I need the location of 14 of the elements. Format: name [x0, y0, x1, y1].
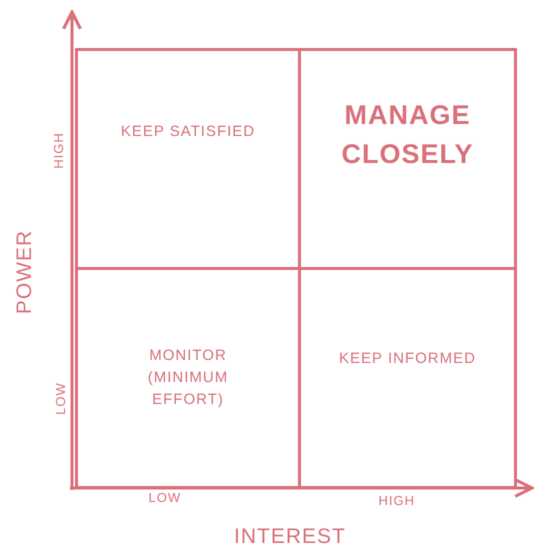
quadrant-label: MONITOR (MINIMUM EFFORT): [146, 346, 230, 410]
axis-level-label: LOW: [148, 490, 182, 504]
quadrant-label: KEEP INFORMED: [338, 349, 477, 369]
quadrant-box: [75, 267, 301, 489]
quadrant-box: [298, 267, 517, 489]
axis-level-label: HIGH: [378, 492, 415, 508]
axis-title: INTEREST: [234, 525, 346, 549]
quadrant-label: MANAGE CLOSELY: [340, 99, 475, 172]
axis-level-label: HIGH: [50, 132, 66, 168]
axis-title: POWER: [13, 230, 38, 314]
quadrant-label: KEEP SATISFIED: [120, 122, 256, 142]
axis-level-label: LOW: [52, 382, 68, 414]
quadrant-box: [298, 48, 517, 270]
quadrant-box: [75, 48, 301, 270]
